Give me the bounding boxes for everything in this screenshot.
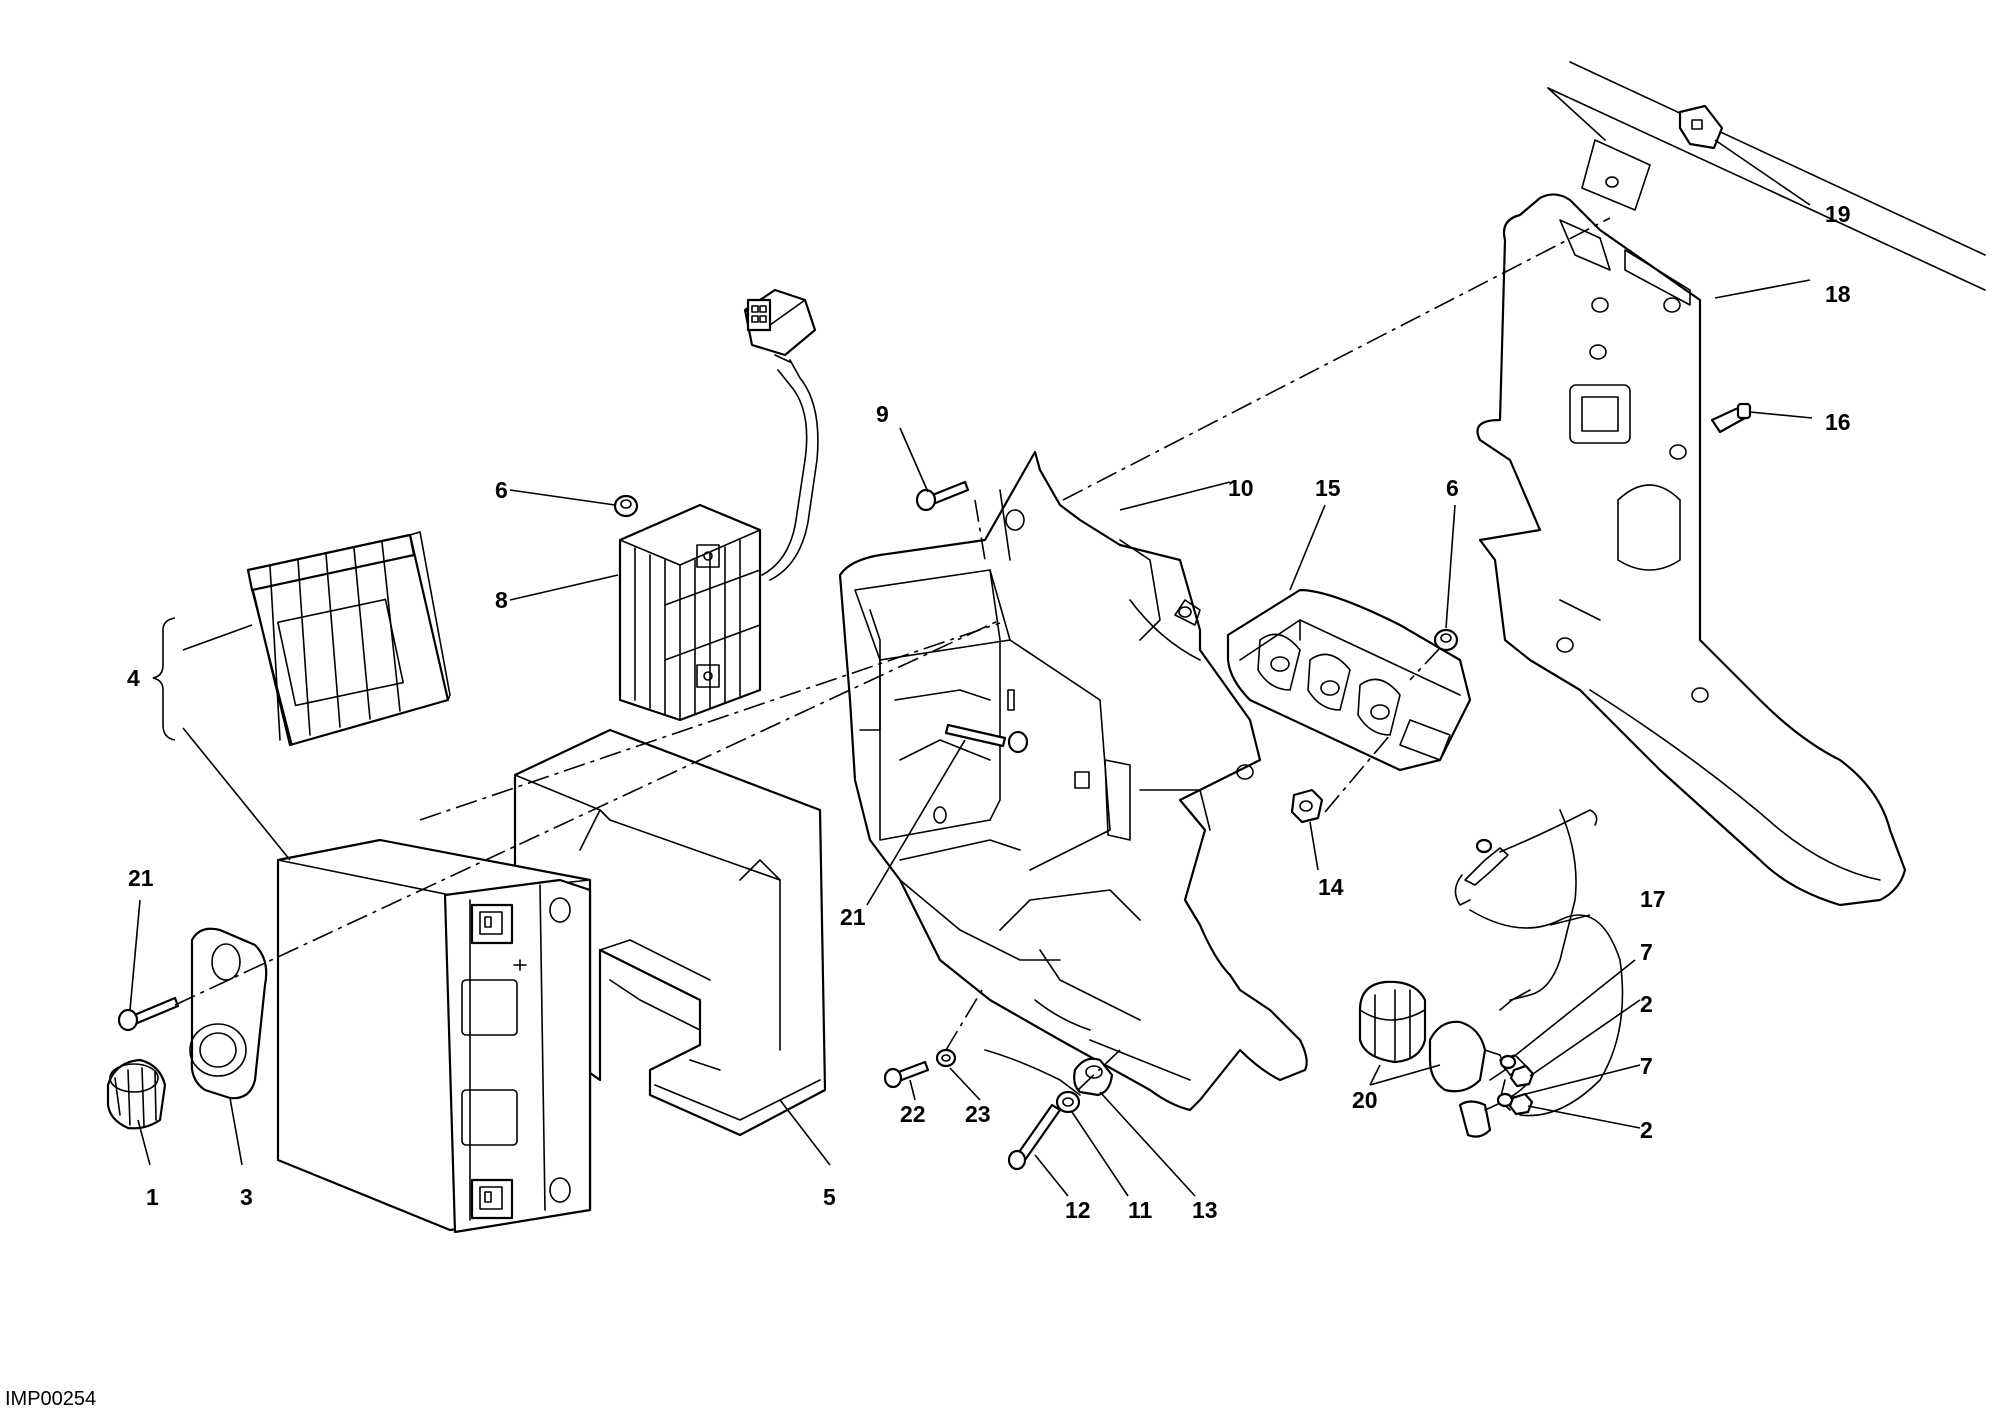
part-13-grommet: [1073, 1057, 1114, 1097]
part-21-screw-center: [944, 723, 1029, 754]
callout-16: 16: [1825, 409, 1851, 435]
part-16-screw: [1710, 402, 1752, 434]
part-2-nut-upper: [1509, 1064, 1535, 1088]
callout-6-right: 6: [1446, 475, 1459, 501]
callout-7-lower: 7: [1640, 1053, 1653, 1079]
callout-10: 10: [1228, 475, 1254, 501]
part-6-nut-left: [613, 494, 639, 518]
drawing-code: IMP00254: [5, 1388, 96, 1410]
callout-9: 9: [876, 401, 889, 427]
callout-14: 14: [1318, 874, 1344, 900]
callout-17: 17: [1640, 886, 1666, 912]
callout-18: 18: [1825, 281, 1851, 307]
leader-lines: [129, 139, 1813, 1197]
callout-4: 4: [127, 665, 140, 691]
callout-3: 3: [240, 1184, 253, 1210]
callout-1: 1: [146, 1184, 159, 1210]
battery-body: [276, 838, 592, 1234]
callout-7-upper: 7: [1640, 939, 1653, 965]
callout-11: 11: [1128, 1197, 1153, 1223]
part-9-screw: [915, 480, 970, 512]
part-3-mount-plate: [189, 927, 268, 1100]
part-7-washer-upper: [1499, 1054, 1517, 1070]
part-20-starter-relay: [1358, 980, 1531, 1138]
part-15-relay-block: [1226, 588, 1472, 772]
callout-13: 13: [1192, 1197, 1218, 1223]
callout-20: 20: [1352, 1087, 1378, 1113]
callout-23: 23: [965, 1101, 991, 1127]
callout-19: 19: [1825, 201, 1851, 227]
part-6-nut-right: [1433, 628, 1459, 652]
alignment-lines: [174, 217, 1611, 1091]
part-5-battery-cover: [513, 728, 827, 1137]
callout-12: 12: [1065, 1197, 1091, 1223]
callout-8: 8: [495, 587, 508, 613]
part-8-voltage-regulator: [618, 503, 762, 722]
part-21-screw-left: [117, 996, 180, 1032]
callout-4-brace: [152, 617, 176, 741]
callout-22: 22: [900, 1101, 926, 1127]
part-14-nut: [1290, 788, 1324, 824]
callout-21-left: 21: [128, 865, 154, 891]
frame-rail-lines: [1547, 61, 1986, 291]
regulator-cable-connector: [743, 288, 819, 581]
callout-6-left: 6: [495, 477, 508, 503]
callout-2-lower: 2: [1640, 1117, 1653, 1143]
part-18-side-panel: [1476, 193, 1907, 907]
part-17-cable: [1454, 809, 1624, 1117]
part-11-washer: [1055, 1090, 1081, 1114]
part-19-clip-nut: [1678, 104, 1724, 150]
callout-labels: 19 18 16 9 10 15 6 6 8 4 21 21 17 7 2 7 …: [127, 201, 1851, 1223]
part-10-battery-bracket: [838, 450, 1308, 1112]
part-22-screw: [883, 1060, 930, 1089]
part-1-cap: [106, 1058, 167, 1130]
callout-21-center: 21: [840, 904, 866, 930]
part-4-battery-pack: [246, 531, 451, 747]
part-12-screw: [1007, 1103, 1062, 1171]
part-23-washer: [935, 1048, 957, 1068]
callout-5: 5: [823, 1184, 836, 1210]
callout-15: 15: [1315, 475, 1341, 501]
callout-2-upper: 2: [1640, 991, 1653, 1017]
